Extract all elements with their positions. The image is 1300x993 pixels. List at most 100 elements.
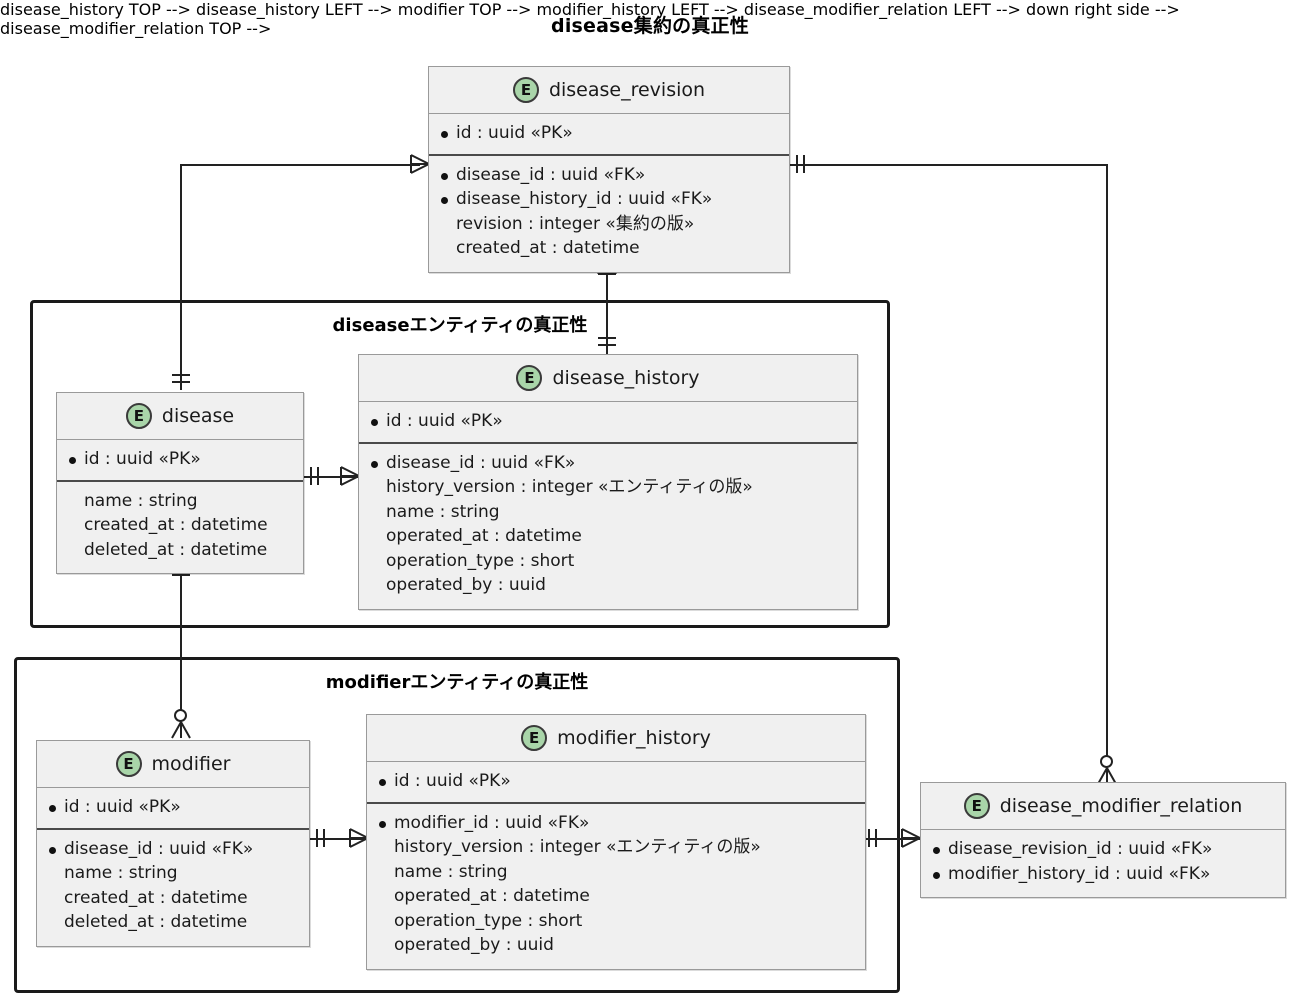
cardinality-one-modhistory-right-b [875,829,877,847]
crowsfoot-relation-top [1094,767,1120,787]
entity-header-modifier-history: E modifier_history [367,715,865,762]
attribute-row: operated_at : datetime [386,526,582,546]
cardinality-zero-relation-top [1100,755,1113,768]
entity-pk-section: id : uuid «PK» [367,762,865,804]
cardinality-one-history-top-a [598,337,616,339]
group-frame-disease-entity: diseaseエンティティの真正性 [30,300,890,628]
connector-revision-to-relation-v [1106,164,1108,757]
attribute-row: modifier_history_id : uuid «FK» [931,862,1275,887]
entity-name: modifier [151,753,231,775]
entity-disease-revision[interactable]: E disease_revision id : uuid «PK» diseas… [428,66,790,273]
entity-badge-icon: E [963,793,990,819]
cardinality-one-disease-right-b [317,467,319,485]
entity-badge-icon: E [516,365,543,391]
connector-modifier-to-history-h [310,838,370,840]
connector-disease-to-revision-h [180,164,420,166]
attribute-row: disease_id : uuid «FK» [369,451,847,476]
connector-revision-to-relation-h [790,164,1108,166]
entity-pk-section: id : uuid «PK» [429,114,789,156]
attribute-row: id : uuid «PK» [47,795,299,820]
entity-badge-icon: E [521,725,548,751]
entity-name: disease_revision [548,79,706,101]
entity-attr-section: disease_revision_id : uuid «FK» modifier… [921,830,1285,897]
attribute-row: id : uuid «PK» [369,409,847,434]
attribute-row: operated_at : datetime [394,886,590,906]
entity-attr-section: disease_id : uuid «FK» history_version :… [359,444,857,609]
attribute-row: id : uuid «PK» [377,769,855,794]
attribute-row: name : string [386,501,500,522]
connector-disease-to-history-h [304,476,360,478]
attribute-row: operated_by : uuid [386,575,546,595]
crowsfoot-modifier-history-left [343,826,369,851]
crowsfoot-modifier-top [168,721,194,741]
cardinality-one-modifier-right-a [316,829,318,847]
entity-name: disease_modifier_relation [999,795,1243,817]
crowsfoot-history-left [334,464,360,489]
connector-disease-to-modifier-v [180,564,182,716]
entity-disease-modifier-relation[interactable]: E disease_modifier_relation disease_revi… [920,782,1286,898]
entity-pk-section: id : uuid «PK» [359,402,857,444]
entity-header-disease-revision: E disease_revision [429,67,789,114]
entity-attr-section: disease_id : uuid «FK» name : string cre… [37,830,309,946]
attribute-row: revision : integer «集約の版» [456,213,695,234]
attribute-row: operation_type : short [394,910,583,931]
entity-pk-section: id : uuid «PK» [37,788,309,830]
cardinality-one-disease-bottom-b [172,574,190,576]
attribute-row: operation_type : short [386,550,575,571]
cardinality-one-disease-top-a [172,374,190,376]
entity-disease[interactable]: E disease id : uuid «PK» name : string c… [56,392,304,574]
cardinality-one-history-top-b [598,344,616,346]
attribute-row: modifier_id : uuid «FK» [377,811,855,836]
attribute-row: disease_revision_id : uuid «FK» [931,837,1275,862]
entity-modifier-history[interactable]: E modifier_history id : uuid «PK» modifi… [366,714,866,970]
attribute-row: name : string [394,861,508,882]
entity-disease-history[interactable]: E disease_history id : uuid «PK» disease… [358,354,858,610]
attribute-row: disease_history_id : uuid «FK» [439,187,779,212]
attribute-row: operated_by : uuid [394,935,554,955]
cardinality-zero-modifier-top [174,709,187,722]
attribute-row: name : string [64,863,178,883]
entity-attr-section: disease_id : uuid «FK» disease_history_i… [429,156,789,272]
cardinality-one-disease-top-b [172,381,190,383]
frame-title-modifier-entity: modifierエンティティの真正性 [325,672,589,693]
cardinality-one-revision-right-a [796,155,798,173]
entity-badge-icon: E [512,77,539,103]
attribute-row: id : uuid «PK» [67,447,293,472]
frame-title-disease-entity: diseaseエンティティの真正性 [332,315,588,336]
cardinality-one-disease-right-a [310,467,312,485]
entity-name: disease [161,405,235,427]
attribute-row: disease_id : uuid «FK» [439,163,779,188]
entity-attr-section: modifier_id : uuid «FK» history_version … [367,804,865,969]
entity-attr-section: name : string created_at : datetime dele… [57,482,303,574]
entity-name: disease_history [552,367,700,389]
attribute-row: deleted_at : datetime [84,539,268,560]
cardinality-one-revision-right-b [803,155,805,173]
connector-revision-to-history-v [606,258,608,354]
cardinality-one-modhistory-right-a [868,829,870,847]
attribute-row: created_at : datetime [64,887,248,908]
attribute-row: history_version : integer «エンティティの版» [386,477,753,497]
cardinality-one-modifier-right-b [323,829,325,847]
entity-badge-icon: E [115,751,142,777]
entity-modifier[interactable]: E modifier id : uuid «PK» disease_id : u… [36,740,310,947]
connector-modhistory-to-relation-h [862,838,924,840]
crowsfoot-revision-left [404,152,430,177]
attribute-row: created_at : datetime [456,238,640,258]
attribute-row: history_version : integer «エンティティの版» [394,837,761,857]
entity-header-disease-modifier-relation: E disease_modifier_relation [921,783,1285,830]
connector-disease-to-revision-v [180,164,182,390]
entity-header-modifier: E modifier [37,741,309,788]
attribute-row: id : uuid «PK» [439,121,779,146]
page-title: disease集約の真正性 [551,15,749,37]
entity-badge-icon: E [125,403,152,429]
entity-header-disease: E disease [57,393,303,440]
attribute-row: disease_id : uuid «FK» [47,837,299,862]
crowsfoot-relation-left [895,826,921,851]
attribute-row: created_at : datetime [84,515,268,535]
entity-header-disease-history: E disease_history [359,355,857,402]
attribute-row: deleted_at : datetime [64,912,248,932]
entity-name: modifier_history [557,727,711,749]
entity-pk-section: id : uuid «PK» [57,440,303,482]
group-frame-modifier-entity: modifierエンティティの真正性 [14,657,900,993]
